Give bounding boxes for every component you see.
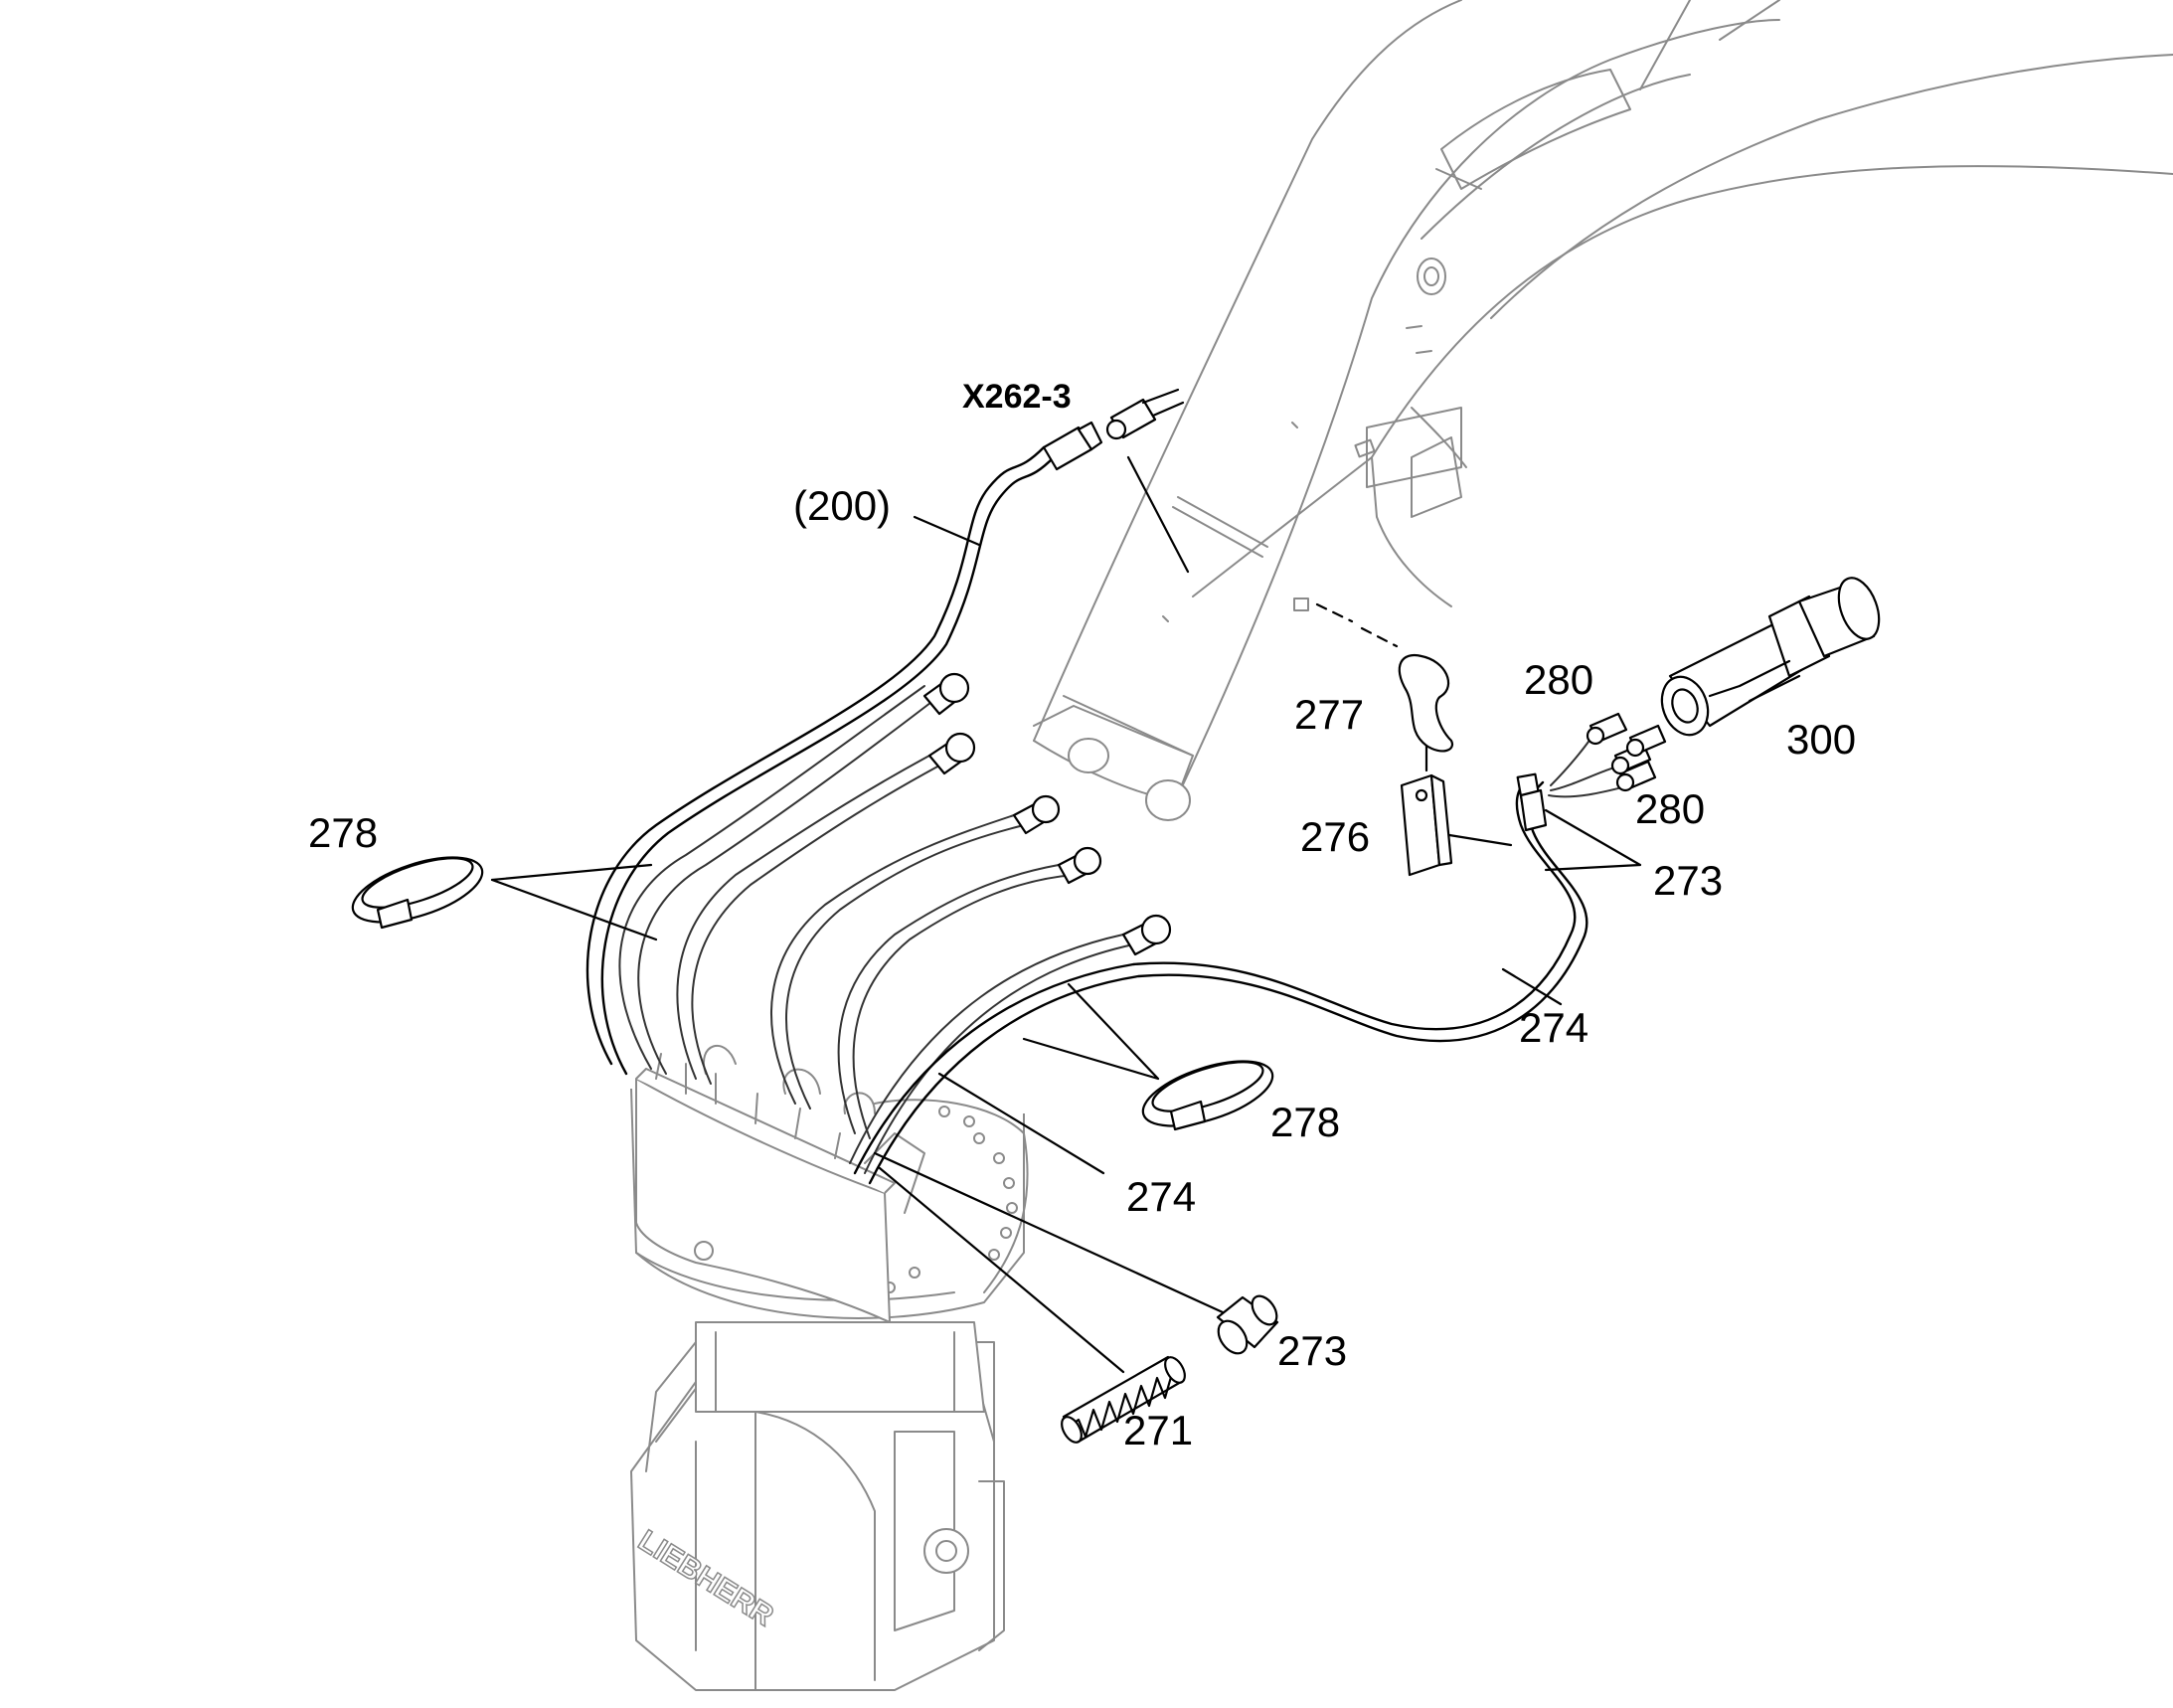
part-278-cable-tie-lower[interactable] xyxy=(1135,1048,1279,1138)
leader-278-lower xyxy=(1022,982,1160,1081)
label-273-lower: 273 xyxy=(1277,1327,1347,1374)
connector-label-x262-3: X262-3 xyxy=(962,378,1072,416)
label-278-lower: 278 xyxy=(1270,1099,1340,1145)
leader-278-upper xyxy=(490,863,658,941)
leader-200 xyxy=(913,515,981,547)
label-278-upper: 278 xyxy=(308,809,378,856)
label-274-lower: 274 xyxy=(1126,1173,1196,1220)
label-274-right: 274 xyxy=(1519,1004,1588,1051)
label-280-lower: 280 xyxy=(1635,785,1705,832)
leader-274-right xyxy=(1501,967,1563,1006)
part-277-clip[interactable] xyxy=(1398,653,1454,772)
part-276-holder[interactable] xyxy=(1400,773,1453,877)
part-271-spring[interactable] xyxy=(1058,1354,1189,1446)
part-278-cable-tie-upper[interactable] xyxy=(345,844,489,935)
part-280-ferrules[interactable] xyxy=(1548,712,1667,798)
rotator-housing: LIEBHERR xyxy=(630,1044,1029,1691)
label-271: 271 xyxy=(1123,1407,1193,1453)
connector-x262-3[interactable] xyxy=(1042,388,1185,471)
hose-bundle xyxy=(618,672,1172,1174)
leader-276 xyxy=(1447,833,1513,847)
leader-271 xyxy=(878,1166,1125,1374)
part-300-plug[interactable] xyxy=(1654,573,1887,742)
part-273-sleeve[interactable] xyxy=(1213,1291,1282,1358)
part-274-cable[interactable] xyxy=(853,772,1588,1185)
boom-mount-point xyxy=(1293,598,1309,611)
label-273-right: 273 xyxy=(1653,857,1723,904)
leader-x262-3-boom xyxy=(1126,455,1190,574)
cable-200 xyxy=(585,445,1056,1076)
leader-277-dashed xyxy=(1315,602,1399,648)
label-280-upper: 280 xyxy=(1524,656,1593,703)
label-277: 277 xyxy=(1294,691,1364,738)
boom-arm xyxy=(1033,0,2173,821)
label-200: (200) xyxy=(793,482,891,529)
leader-273-lower xyxy=(873,1151,1225,1314)
leader-274-lower xyxy=(937,1072,1105,1175)
leader-273-right xyxy=(1544,808,1642,872)
label-276: 276 xyxy=(1300,813,1370,860)
label-300: 300 xyxy=(1786,716,1856,763)
